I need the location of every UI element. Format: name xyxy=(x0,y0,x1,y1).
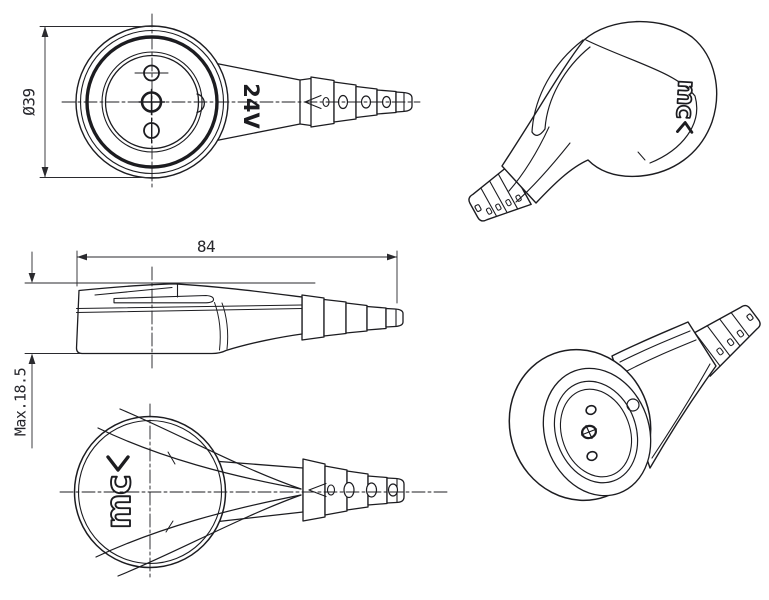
svg-text:mc: mc xyxy=(99,475,139,529)
dimension-arrow xyxy=(41,167,49,178)
svg-text:mc: mc xyxy=(671,79,702,119)
brand-arrow-icon xyxy=(676,121,694,134)
dimension-arrow xyxy=(77,253,87,261)
keyway-notch xyxy=(626,398,640,412)
iso-front-body-seams xyxy=(619,330,711,459)
side-latch xyxy=(94,283,215,304)
cable-cone xyxy=(308,482,327,498)
dimension-arrow xyxy=(28,353,36,364)
iso-front-view xyxy=(508,304,761,502)
iso-rear-swooshes xyxy=(508,126,646,203)
iso-front-head xyxy=(508,348,652,502)
length-dimension: 84 xyxy=(76,237,398,304)
max-height-label: Max.18.5 xyxy=(12,368,30,436)
brand-arrow-icon xyxy=(106,455,130,472)
front-centerlines xyxy=(61,13,421,191)
iso-rear-view: mc xyxy=(468,20,718,222)
rear-centerlines xyxy=(59,403,448,579)
iso-rear-face-rim xyxy=(531,39,591,136)
rear-strain-relief xyxy=(302,458,405,522)
iso-rear-silhouette xyxy=(501,20,718,204)
brand-logo-rear: mc xyxy=(98,455,140,530)
keyway-notch xyxy=(196,93,205,114)
rear-view: mc xyxy=(59,403,448,579)
iso-rear-back-panel xyxy=(585,39,698,164)
rear-grip-curves xyxy=(95,408,302,577)
voltage-label: 24V xyxy=(239,83,263,129)
side-shell-seams xyxy=(76,302,303,351)
iso-front-contact-holes xyxy=(580,404,598,462)
dimension-arrow xyxy=(387,253,397,261)
dimension-arrow xyxy=(28,273,36,283)
brand-logo-iso: mc xyxy=(670,78,703,134)
side-body-outline xyxy=(75,283,303,355)
cable-cone xyxy=(304,94,322,110)
side-view xyxy=(75,266,404,369)
side-strain-relief xyxy=(301,294,404,341)
diameter-dimension: Ø39 xyxy=(20,26,159,178)
length-label: 84 xyxy=(197,237,215,256)
dimension-arrow xyxy=(41,26,49,37)
height-dimension: Max.18.5 xyxy=(12,251,316,449)
front-view: 24V xyxy=(61,13,421,191)
diameter-label: Ø39 xyxy=(20,88,39,115)
